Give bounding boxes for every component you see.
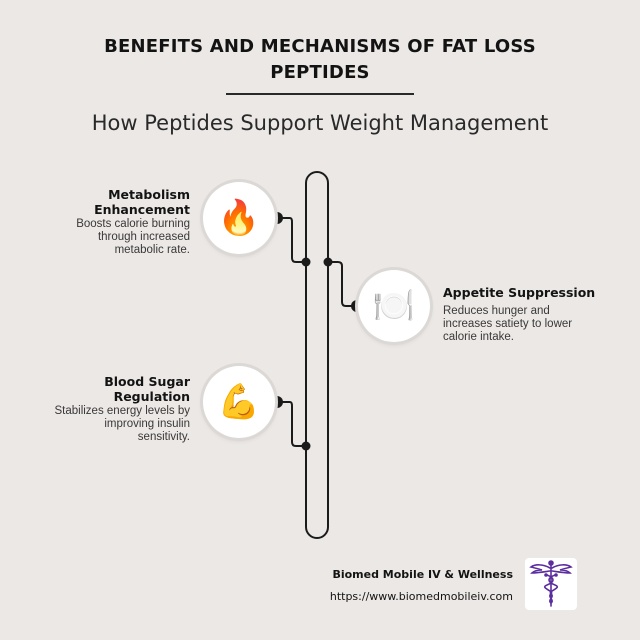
flexed-bicep-icon: 💪	[217, 383, 261, 421]
title-line-2: PEPTIDES	[270, 62, 370, 83]
metabolism-description: Boosts calorie burning through increased…	[76, 218, 190, 256]
blood-sugar-description: Stabilizes energy levels by improving in…	[54, 405, 190, 443]
blood-sugar-title: Blood Sugar Regulation	[104, 374, 190, 404]
company-logo	[525, 558, 577, 610]
page-subtitle: How Peptides Support Weight Management	[91, 111, 549, 135]
plate-cutlery-icon: 🍽️	[372, 287, 416, 325]
connector-appetite	[328, 261, 357, 307]
connector-metabolism	[277, 217, 306, 263]
metabolism-title: Metabolism Enhancement	[94, 187, 190, 217]
blood-sugar-icon-circle: 💪	[203, 366, 275, 438]
timeline-track	[305, 171, 329, 539]
connector-blood-sugar	[277, 401, 306, 447]
title-line-1: BENEFITS AND MECHANISMS OF FAT LOSS	[104, 36, 536, 57]
fire-icon: 🔥	[217, 199, 261, 237]
company-name: Biomed Mobile IV & Wellness	[332, 568, 513, 581]
appetite-description: Reduces hunger and increases satiety to …	[443, 305, 573, 343]
connector-dot-appetite-start	[323, 257, 333, 267]
connector-dot-metabolism-end	[301, 257, 311, 267]
appetite-title: Appetite Suppression	[443, 285, 596, 300]
appetite-icon-circle: 🍽️	[358, 270, 430, 342]
connector-dot-blood-sugar-end	[301, 441, 311, 451]
page-title: BENEFITS AND MECHANISMS OF FAT LOSS PEPT…	[60, 34, 580, 86]
company-url[interactable]: https://www.biomedmobileiv.com	[329, 590, 513, 603]
title-divider	[226, 93, 414, 95]
metabolism-icon-circle: 🔥	[203, 182, 275, 254]
caduceus-icon	[529, 560, 573, 607]
